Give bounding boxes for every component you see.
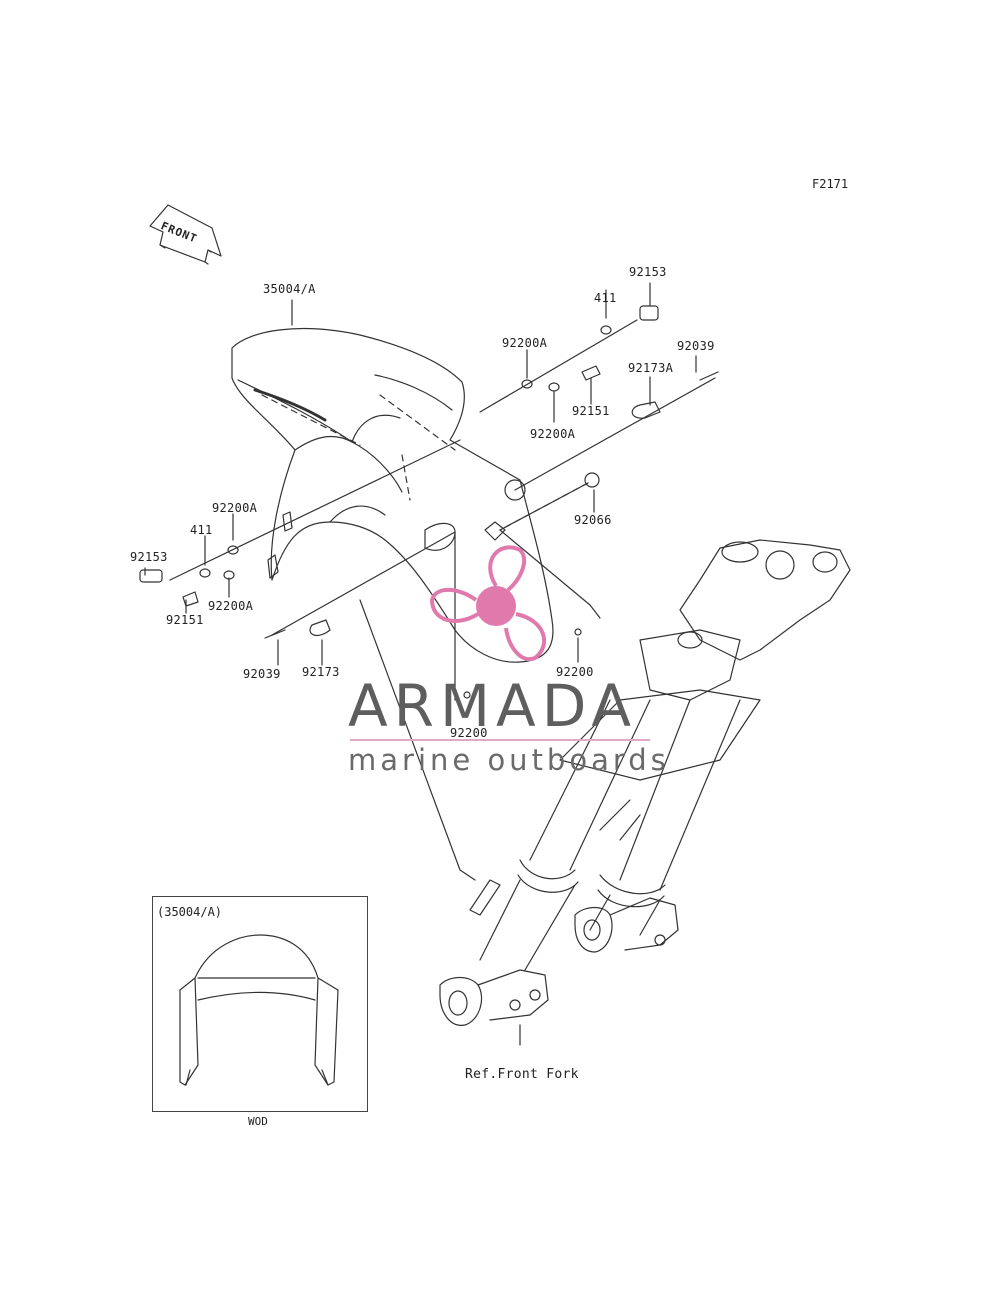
front-fork-assembly (439, 539, 851, 1046)
front-direction-arrow-icon (149, 204, 222, 265)
ref-front-fork-label: Ref.Front Fork (465, 1067, 579, 1082)
part-label-screw-left: 92151 (166, 613, 204, 627)
part-label-bolt-left: 92153 (130, 550, 168, 564)
part-label-washer-left: 411 (190, 523, 213, 537)
hardware-parts (139, 305, 719, 699)
leader-lines (144, 282, 716, 881)
part-label-pin-left: 92039 (243, 667, 281, 681)
part-label-washer-right: 411 (594, 291, 617, 305)
part-label-washer-small-right: 92200 (556, 665, 594, 679)
inset-caption: WOD (248, 1115, 268, 1128)
part-label-spacer-right-top: 92200A (502, 336, 548, 350)
part-label-grommet: 92066 (574, 513, 612, 527)
part-label-washer-small-center: 92200 (450, 726, 488, 740)
part-label-bolt-right: 92153 (629, 265, 667, 279)
part-label-screw-right: 92151 (572, 404, 610, 418)
watermark-divider (350, 739, 650, 741)
part-label-spacer-left-bottom: 92200A (208, 599, 254, 613)
part-label-fender: 35004/A (263, 282, 316, 296)
inset-fender-front-view (179, 934, 339, 1086)
inset-panel (152, 896, 368, 1112)
front-fender-part (231, 327, 554, 663)
figure-code: F2171 (812, 177, 849, 191)
part-label-clamp-left: 92173 (302, 665, 340, 679)
part-label-spacer-left-top: 92200A (212, 501, 258, 515)
part-label-pin-right: 92039 (677, 339, 715, 353)
part-label-spacer-right-bottom: 92200A (530, 427, 576, 441)
watermark-title: ARMADA (348, 672, 638, 740)
watermark-subtitle: marine outboards (348, 743, 670, 777)
propeller-logo-icon (429, 545, 547, 662)
part-label-clamp-right: 92173A (628, 361, 674, 375)
inset-label: (35004/A) (157, 905, 223, 919)
